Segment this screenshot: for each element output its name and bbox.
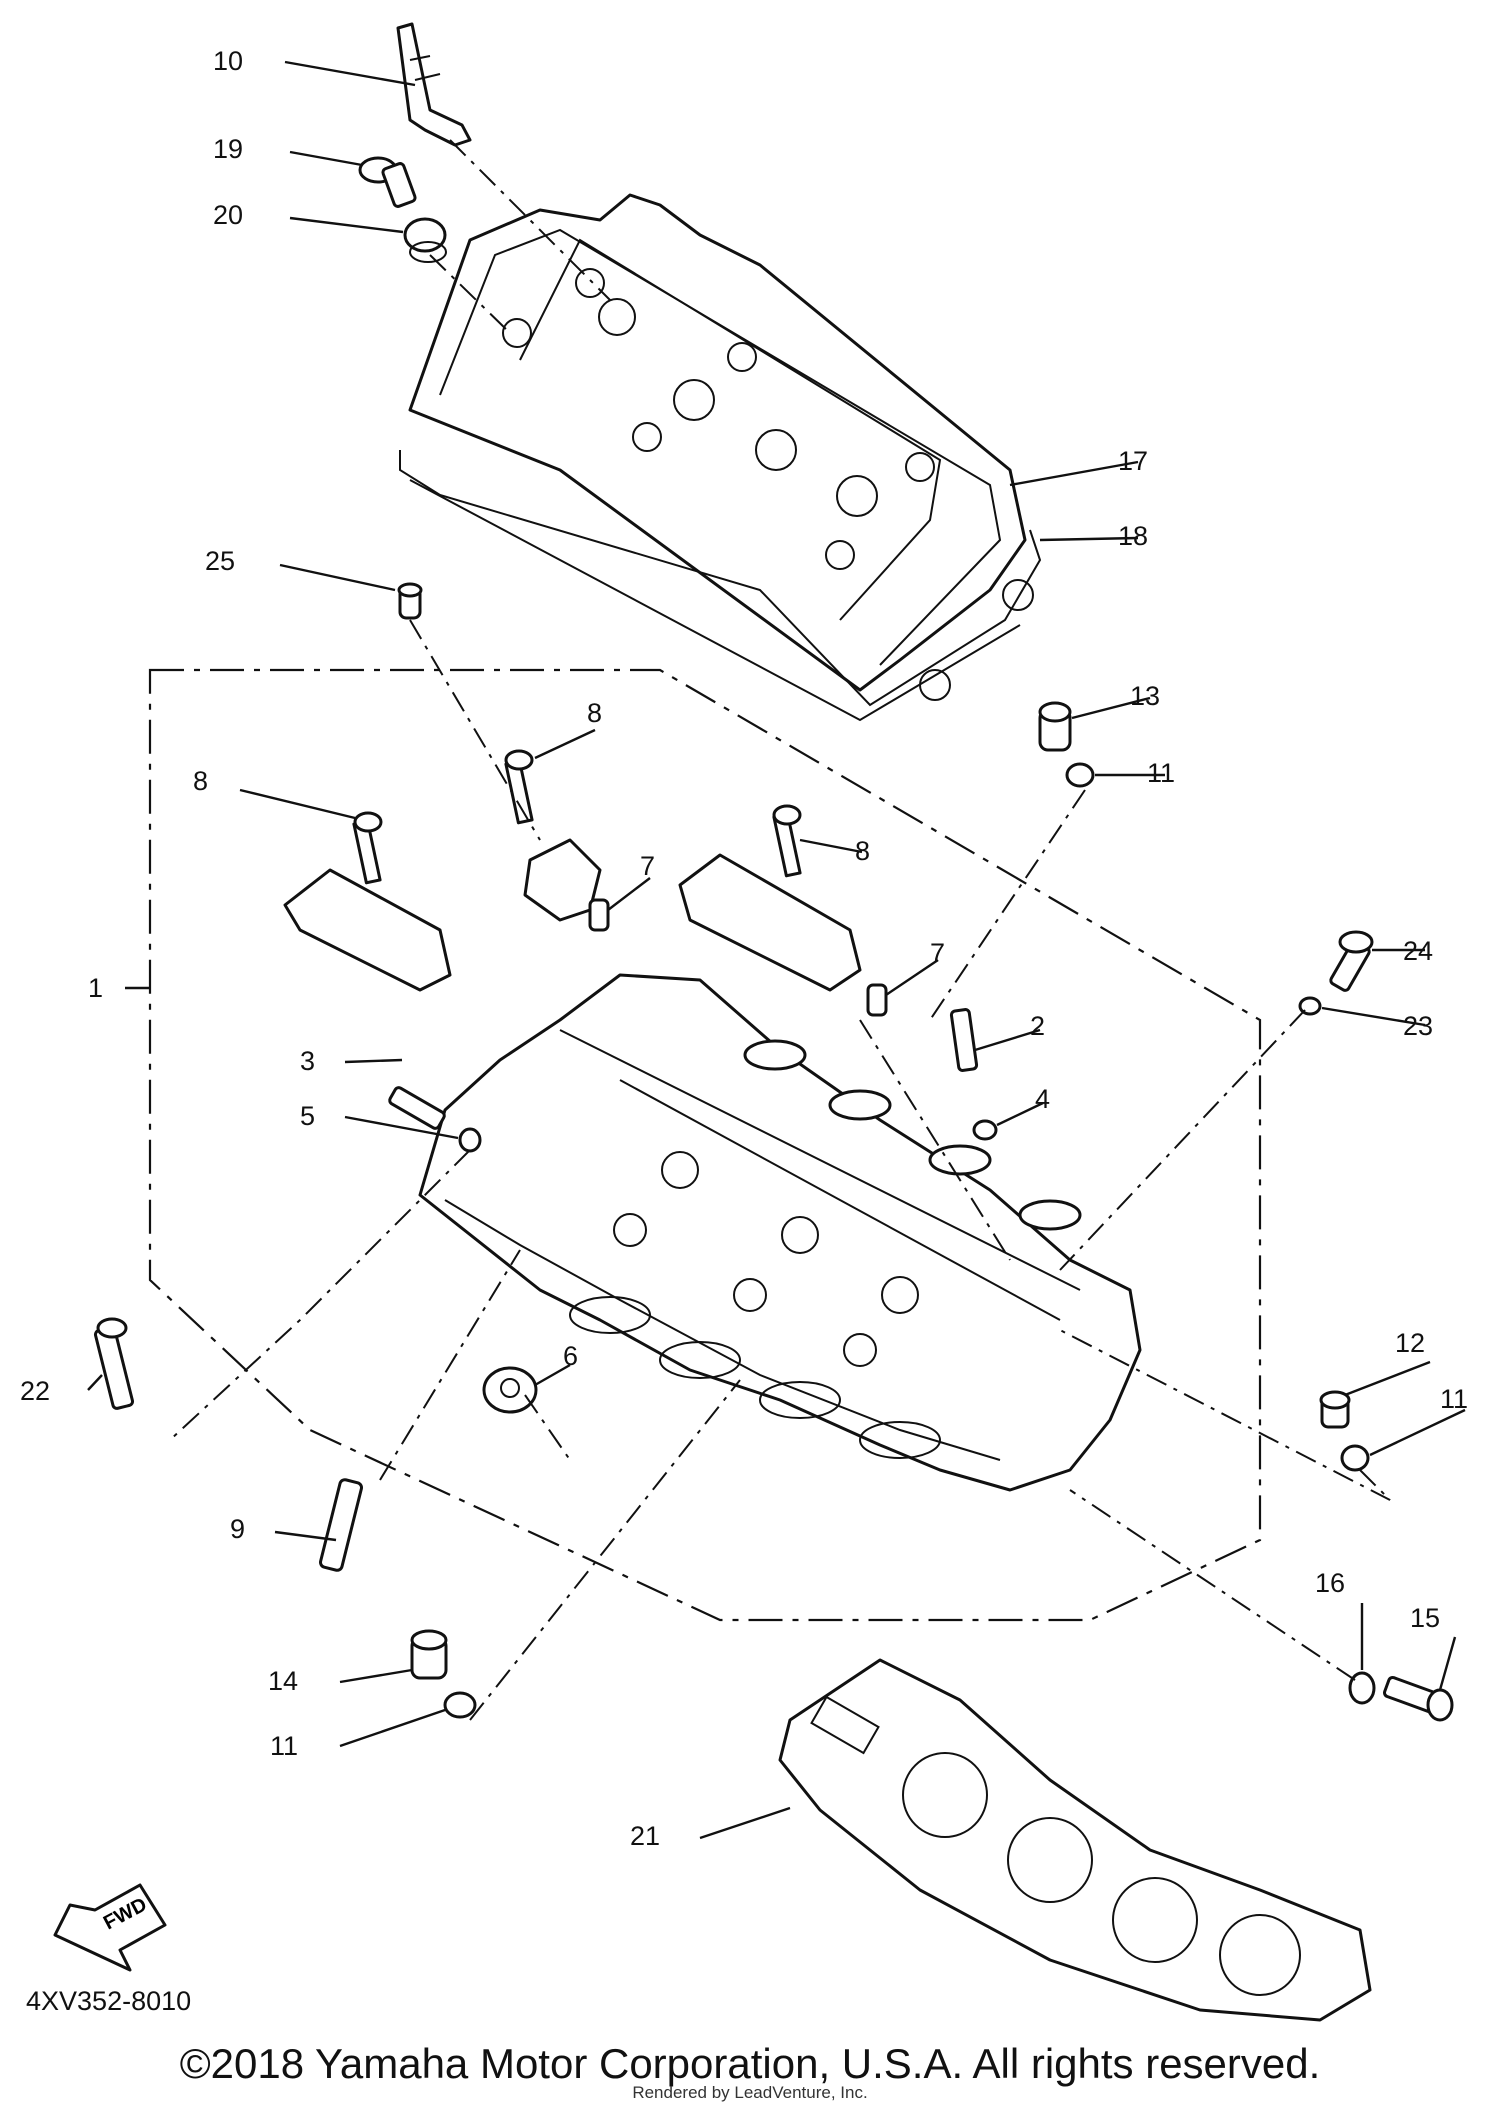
callout-label-c11c: 11	[270, 1731, 298, 1761]
callout-leader-c22	[87, 1374, 103, 1391]
callout-label-c2: 2	[1030, 1011, 1045, 1041]
callout-label-c1: 1	[88, 973, 103, 1003]
callout-leader-c7b	[885, 959, 939, 996]
bolt-24	[1329, 930, 1374, 992]
plug-13	[1038, 701, 1072, 752]
callout-label-c12: 12	[1395, 1328, 1425, 1358]
callout-leader-c11b	[1369, 1408, 1466, 1457]
callout-label-c7a: 7	[640, 851, 655, 881]
plug-14	[410, 1629, 448, 1680]
callout-label-c14: 14	[268, 1666, 298, 1696]
assembly-lines	[169, 139, 1391, 1721]
dowel-25	[397, 582, 423, 620]
gasket-11a	[1065, 762, 1095, 788]
callout-leader-c7a	[607, 877, 651, 911]
callout-leader-c3	[344, 1058, 403, 1064]
callout-label-c8c: 8	[855, 836, 870, 866]
callout-leader-c17	[1009, 460, 1139, 487]
callout-leader-c12	[1344, 1360, 1431, 1397]
callout-leader-c14	[339, 1668, 413, 1684]
callout-layer: 1019201718251311888771242323456221211916…	[20, 46, 1468, 1851]
spark-plug	[396, 22, 472, 147]
callout-label-c21: 21	[630, 1821, 660, 1851]
callout-label-c6: 6	[563, 1341, 578, 1371]
callout-label-c23: 23	[1403, 1011, 1433, 1041]
gasket-16	[1348, 1671, 1376, 1705]
callout-label-c5: 5	[300, 1101, 315, 1131]
callout-label-c10: 10	[213, 46, 243, 76]
rendered-by-notice: Rendered by LeadVenture, Inc.	[632, 2083, 868, 2102]
callout-label-c20: 20	[213, 200, 243, 230]
callout-label-c7b: 7	[930, 938, 945, 968]
callout-label-c19: 19	[213, 134, 243, 164]
plug-6	[482, 1366, 538, 1414]
grommet	[403, 217, 447, 263]
camshaft-cap-left	[283, 868, 452, 992]
callout-leader-c2	[974, 1028, 1041, 1052]
callout-label-c13: 13	[1130, 681, 1160, 711]
stud-bolt-9	[319, 1478, 363, 1572]
cylinder-head-assembly-outline	[148, 668, 1262, 1622]
diagram-code: 4XV352-8010	[26, 1986, 192, 2016]
intake-rubbers	[743, 1039, 1082, 1231]
callout-label-c11a: 11	[1147, 758, 1175, 788]
callout-label-c16: 16	[1315, 1568, 1345, 1598]
callout-label-c18: 18	[1118, 521, 1148, 551]
callout-label-c17: 17	[1118, 446, 1148, 476]
callout-leader-c9	[274, 1530, 337, 1542]
o-ring-5	[458, 1127, 482, 1153]
callout-label-c3: 3	[300, 1046, 315, 1076]
callout-label-c24: 24	[1403, 936, 1433, 966]
callout-label-c11b: 11	[1440, 1384, 1468, 1414]
callout-leader-c10	[284, 60, 416, 87]
bolt-15	[1383, 1675, 1454, 1722]
cover-bolt	[358, 156, 417, 208]
callout-leader-c8b	[239, 788, 356, 820]
gasket-11c	[443, 1691, 477, 1719]
plug-12	[1319, 1390, 1351, 1429]
stud-bolt-2	[949, 1008, 979, 1072]
callout-leader-c6	[534, 1363, 571, 1387]
stud-bolt-3	[388, 1086, 446, 1130]
cylinder-head-gasket	[778, 1658, 1372, 2022]
cap-bolts	[352, 749, 802, 885]
dowel-pins	[588, 898, 888, 1017]
copyright-notice: ©2018 Yamaha Motor Corporation, U.S.A. A…	[179, 2040, 1321, 2087]
callout-leader-c5	[344, 1115, 459, 1140]
callout-leader-c13	[1071, 696, 1151, 720]
gasket-11b	[1340, 1444, 1370, 1472]
camshaft-cap-right	[678, 853, 862, 992]
callout-leader-c8c	[799, 838, 863, 854]
callout-leader-c11c	[339, 1708, 446, 1748]
fwd-arrow-icon: FWD	[53, 1883, 167, 1972]
callout-label-c8a: 8	[587, 698, 602, 728]
callout-label-c22: 22	[20, 1376, 50, 1406]
bolt-22	[93, 1317, 135, 1410]
callout-leader-c8a	[534, 728, 596, 760]
callout-label-c25: 25	[205, 546, 235, 576]
callout-label-c15: 15	[1410, 1603, 1440, 1633]
cylinder-head-cover	[408, 193, 1027, 692]
cylinder-head-cover-gasket	[399, 450, 1042, 722]
callout-label-c9: 9	[230, 1514, 245, 1544]
callout-leader-c19	[289, 150, 363, 167]
callout-leader-c21	[699, 1806, 791, 1840]
callout-leader-c25	[279, 563, 396, 592]
callout-leader-c4	[996, 1101, 1044, 1127]
o-ring-4	[972, 1119, 998, 1141]
callout-leader-c15	[1438, 1636, 1457, 1691]
callout-leader-c23	[1321, 1006, 1426, 1027]
callout-leader-c20	[289, 216, 404, 234]
callout-leader-c18	[1039, 536, 1139, 542]
callout-label-c8b: 8	[193, 766, 208, 796]
callout-label-c4: 4	[1035, 1084, 1050, 1114]
